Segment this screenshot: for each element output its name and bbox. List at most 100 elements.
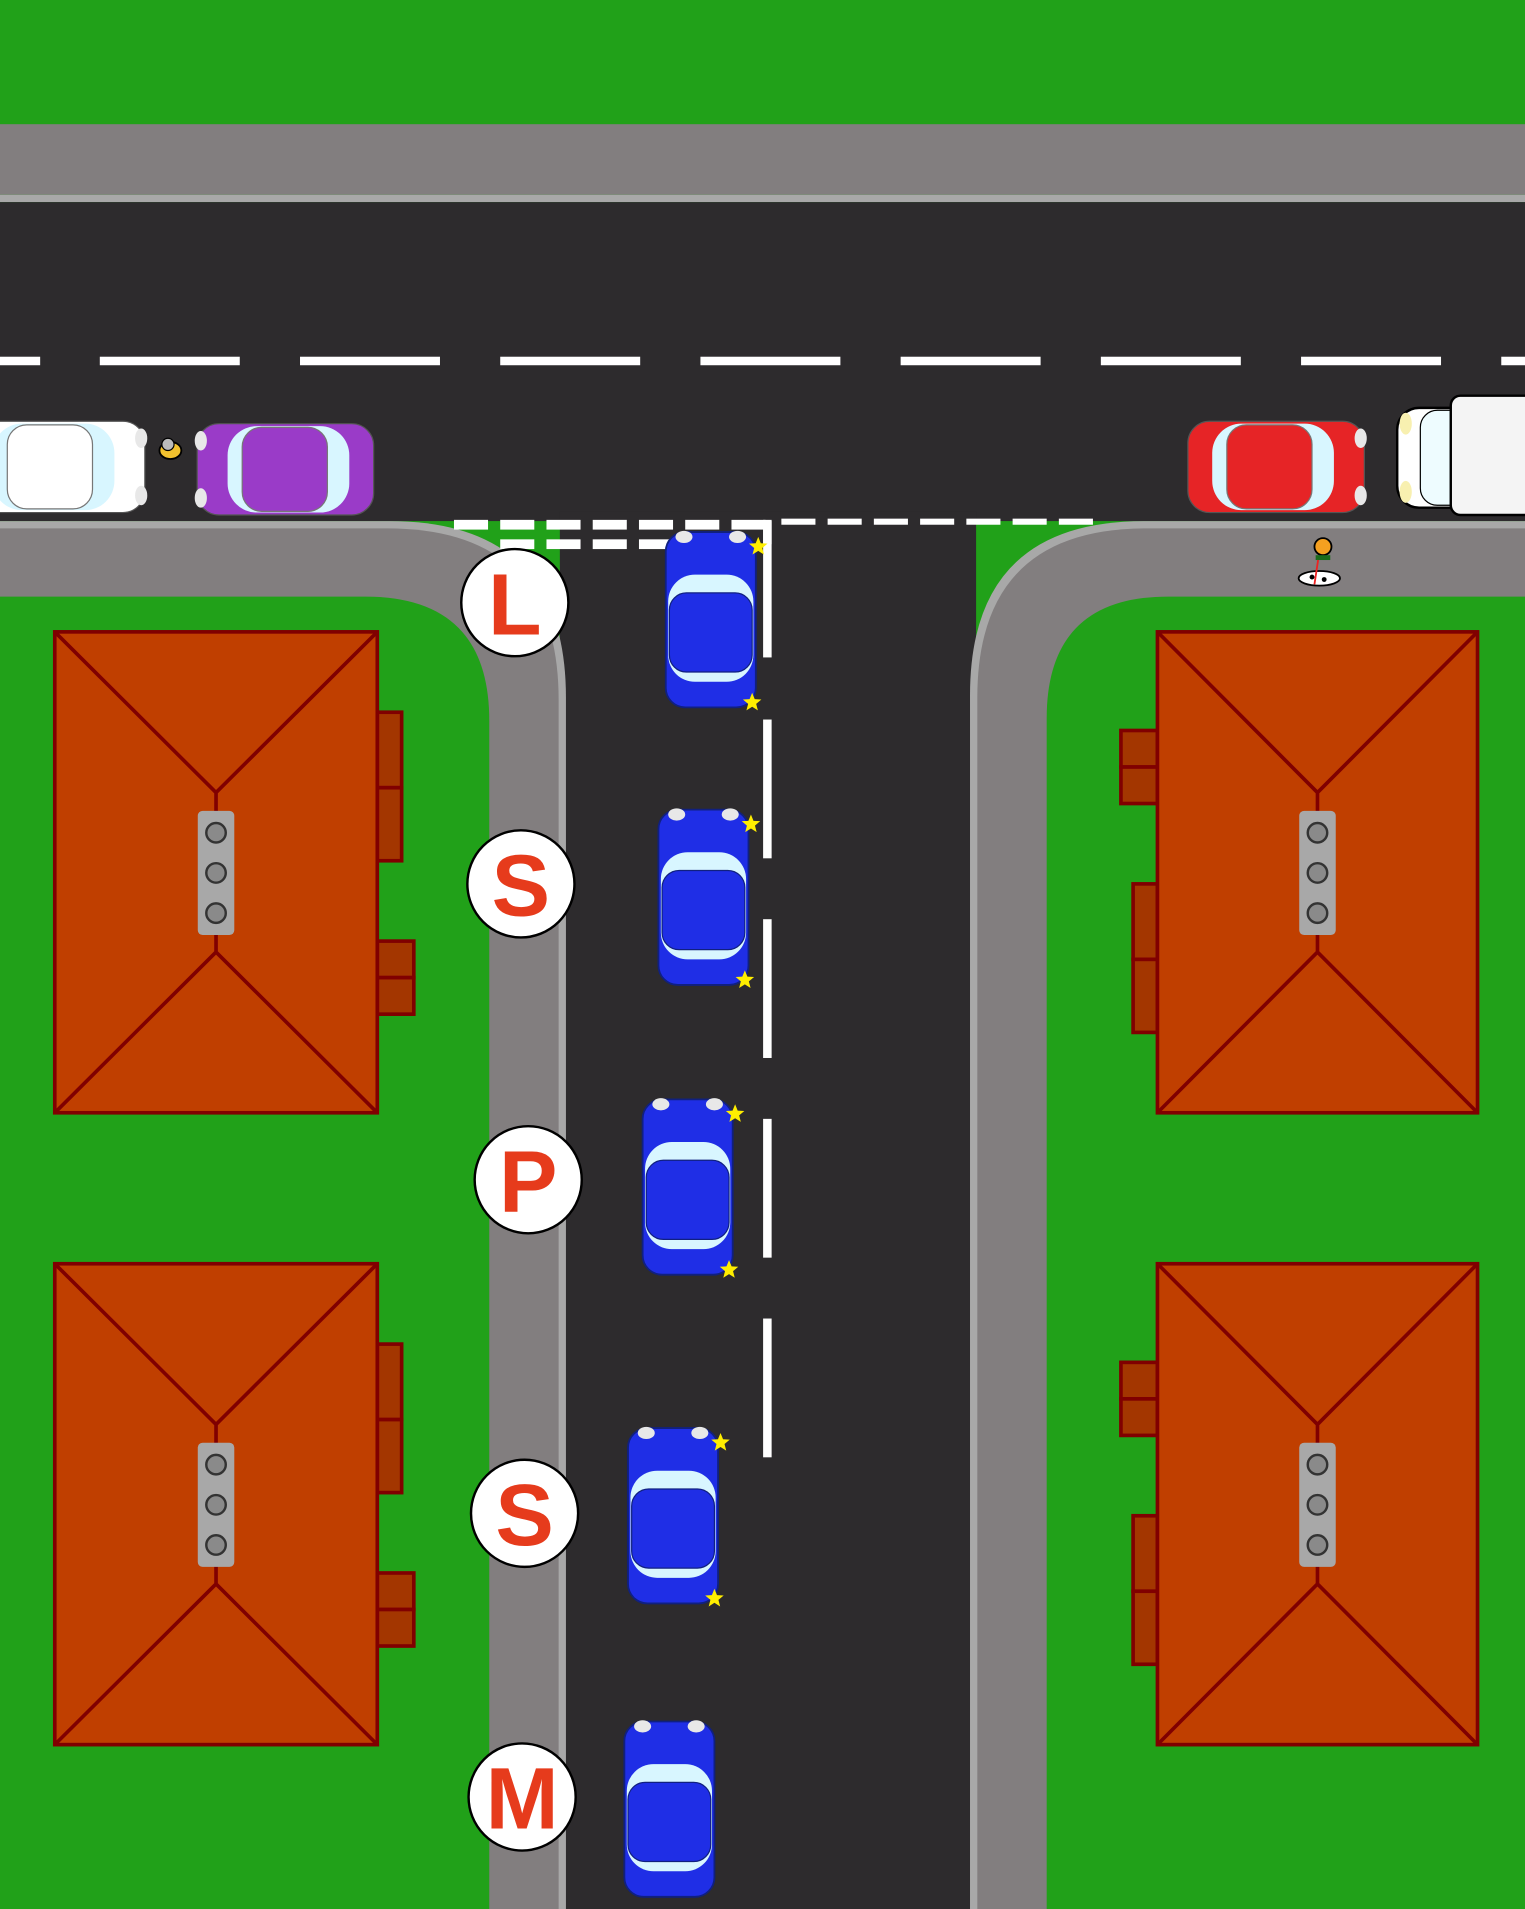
position-label: L [460,547,570,658]
chimney-pot [205,861,227,884]
house-extension [1119,1397,1160,1438]
white-car [0,420,148,514]
indicator-light [735,970,755,988]
lane-dash [763,719,772,859]
chimney-pot [1306,821,1329,844]
label-circle [473,1124,583,1235]
indicator-light [741,814,761,833]
headlight [721,808,739,821]
grass-top [0,0,1525,125]
red-car [1187,420,1367,514]
cyclist [158,437,183,460]
position-label: P [473,1124,583,1235]
house [52,630,416,1115]
purple-car [194,423,375,516]
blue-car [627,1426,730,1607]
blue-car [641,1098,745,1278]
car-roof [627,1781,712,1863]
label-circle [460,547,570,658]
car-roof [241,426,329,512]
centre-line-dash [827,518,862,525]
lane-dash [763,1318,772,1458]
lane-dash [763,1118,772,1258]
car-roof [6,424,94,510]
headlight [687,1720,705,1733]
label-letter: M [486,1750,559,1848]
indicator-light [705,1588,724,1607]
headlight [135,485,148,506]
road-dash [300,356,440,366]
give-way-dash [638,539,674,550]
label-letter: L [488,555,542,653]
road-dash [0,356,41,366]
house-extension [1131,882,1160,962]
label-circle [467,1742,577,1852]
centre-line-dash [781,518,816,525]
label-letter: P [499,1132,557,1230]
position-labels: L S P S M [460,547,583,1852]
road-dash [1501,356,1525,366]
chimney-pot [205,1453,227,1476]
house-extension [375,1417,404,1495]
headlight [194,430,207,451]
position-label: M [467,1742,577,1852]
centre-line-dash [920,518,955,525]
headlight [1354,485,1367,506]
give-way-dash [731,519,766,530]
main-road-centre-line [0,356,1525,366]
lane-dash [763,521,772,658]
house-extension [375,975,416,1016]
house-extension [1119,1360,1160,1401]
house-extension [1131,957,1160,1035]
house-extension [375,1607,416,1648]
road-dash [900,356,1041,366]
blue-car [664,530,768,711]
house [52,1261,416,1747]
centre-line-dash [873,518,908,525]
house-extension [1119,728,1160,769]
chimney-pot [1306,1453,1329,1476]
house-extension [1131,1589,1160,1667]
headlight [729,530,747,543]
house [1119,630,1480,1115]
kerb-top [0,194,1525,203]
house-extension [375,710,404,790]
centre-line-dash [966,518,1001,525]
car-roof [1226,424,1313,510]
car-roof [668,592,753,673]
lane-dash [763,919,772,1058]
chimney-pot [1306,902,1329,925]
house-extension [1131,1513,1160,1594]
headlight [668,808,686,821]
headlight [194,488,207,508]
road-dash [99,356,240,366]
give-way-lines [453,518,1093,550]
chimney-pot [1306,1534,1329,1556]
blue-car [623,1720,716,1898]
give-way-dash [592,519,627,530]
headlight [1354,428,1367,449]
chimney-pot [205,1493,227,1516]
house-extension [375,1342,404,1422]
blue-car [657,808,761,988]
vehicles [0,394,1525,1898]
centre-line-dash [1058,518,1093,525]
chimney-pot [205,902,227,925]
house-extension [1119,765,1160,806]
label-circle [466,829,576,939]
headlight [1399,480,1412,503]
side-road-centre-line [763,521,772,1458]
road-dash [500,356,641,366]
give-way-dash [546,539,581,550]
position-label: S [469,1458,580,1569]
van-body [1449,394,1525,517]
chimney-pot [1306,1493,1329,1516]
position-label: S [466,829,576,939]
label-letter: S [495,1466,553,1564]
person-walking-dog [1297,537,1341,587]
house-extension [375,939,416,980]
house-extension [375,1571,416,1612]
give-way-dash [592,539,627,550]
indicator-light [748,536,768,555]
